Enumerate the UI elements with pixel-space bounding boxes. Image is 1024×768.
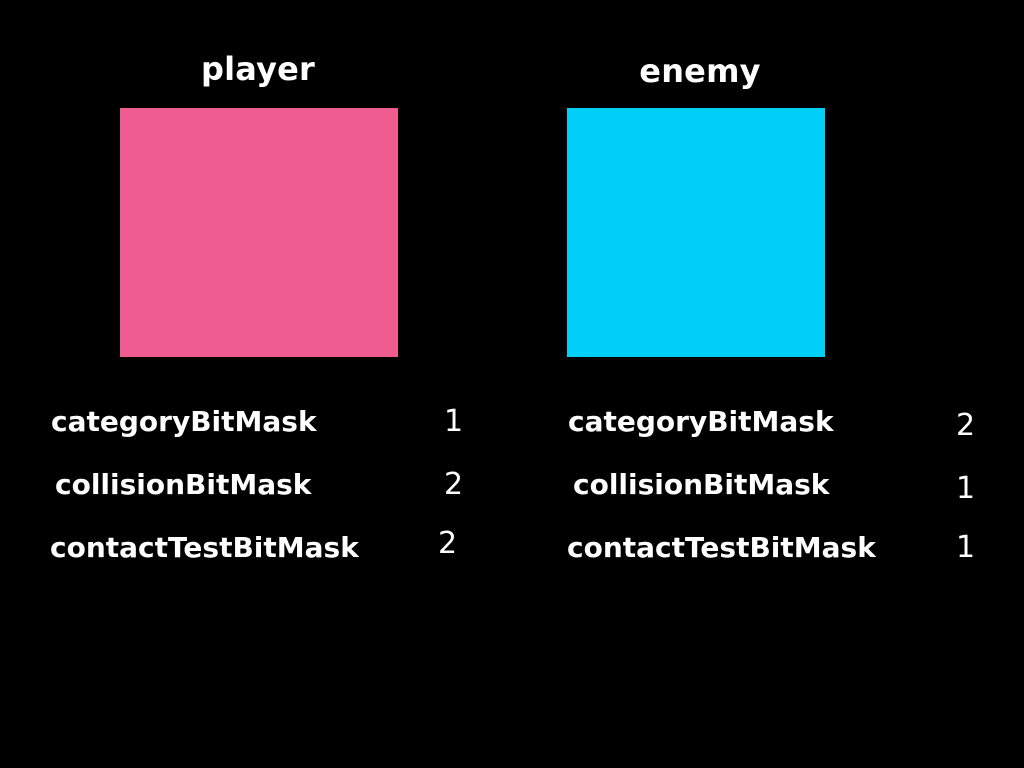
- property-label: categoryBitMask: [568, 405, 834, 438]
- property-list-enemy: categoryBitMask 2 collisionBitMask 1 con…: [512, 0, 1024, 768]
- color-swatch-enemy: [567, 108, 825, 357]
- property-list-player: categoryBitMask 1 collisionBitMask 2 con…: [50, 404, 464, 564]
- property-value: 2: [438, 526, 458, 561]
- column-title-enemy: enemy: [639, 52, 761, 90]
- color-swatch-player: [120, 108, 398, 357]
- property-value: 2: [956, 408, 976, 443]
- property-label: categoryBitMask: [51, 405, 317, 438]
- property-label: contactTestBitMask: [50, 531, 359, 564]
- property-value: 1: [444, 404, 464, 439]
- property-value: 1: [956, 471, 976, 506]
- property-label: collisionBitMask: [55, 468, 312, 501]
- property-label: collisionBitMask: [573, 468, 830, 501]
- property-label: contactTestBitMask: [567, 531, 876, 564]
- property-value: 2: [444, 467, 464, 502]
- property-value: 1: [956, 530, 976, 565]
- column-title-player: player: [200, 50, 316, 88]
